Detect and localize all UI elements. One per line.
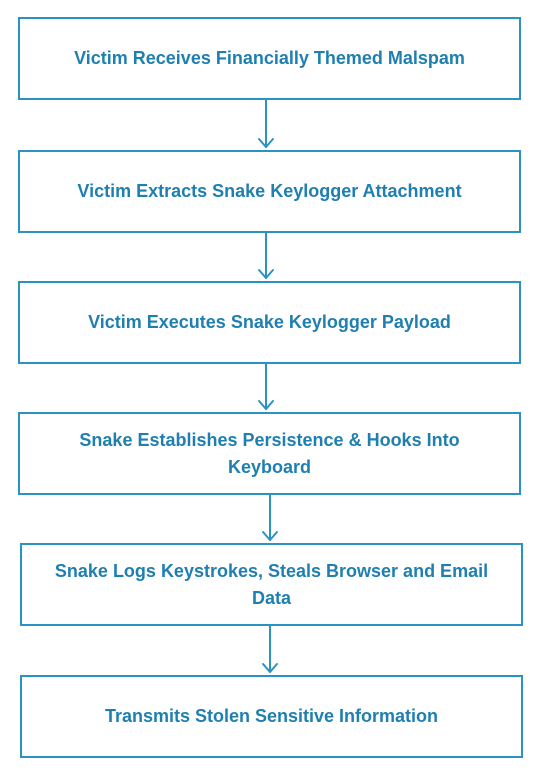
step-box-receives-malspam: Victim Receives Financially Themed Malsp…	[18, 17, 521, 100]
step-label: Transmits Stolen Sensitive Information	[104, 706, 439, 726]
step-box-transmits-information: Transmits Stolen Sensitive Information	[20, 675, 523, 758]
arrow-2-to-3	[258, 232, 274, 279]
step-box-establishes-persistence: Snake Establishes Persistence & Hooks In…	[18, 412, 521, 495]
step-label: Snake Logs Keystrokes, Steals Browser an…	[54, 560, 489, 608]
arrow-3-to-4	[258, 363, 274, 410]
arrow-4-to-5	[262, 494, 278, 541]
step-label: Victim Receives Financially Themed Malsp…	[74, 48, 465, 68]
step-label: Victim Extracts Snake Keylogger Attachme…	[77, 181, 462, 201]
step-box-logs-keystrokes: Snake Logs Keystrokes, Steals Browser an…	[20, 543, 523, 626]
arrow-1-to-2	[258, 99, 274, 148]
step-label: Victim Executes Snake Keylogger Payload	[88, 312, 451, 332]
step-box-executes-payload: Victim Executes Snake Keylogger Payload	[18, 281, 521, 364]
arrow-5-to-6	[262, 625, 278, 673]
step-box-extracts-attachment: Victim Extracts Snake Keylogger Attachme…	[18, 150, 521, 233]
step-label: Snake Establishes Persistence & Hooks In…	[79, 429, 460, 477]
